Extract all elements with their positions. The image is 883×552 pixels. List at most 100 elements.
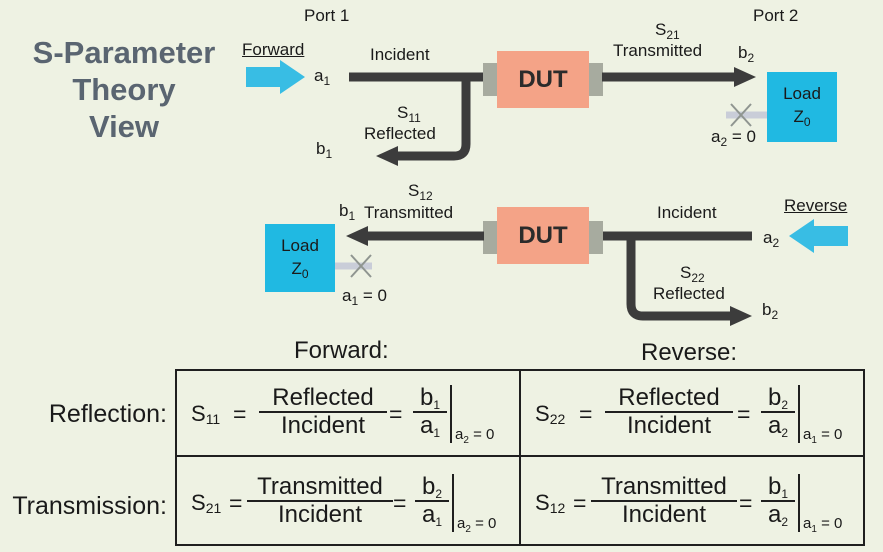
s22-symbol: S22 [535, 401, 566, 427]
reverse-reflected-arrowhead [730, 306, 752, 326]
forward-dut-box: DUT [497, 51, 589, 108]
s21-denominator: Incident [277, 501, 363, 528]
s12-wave-fraction: b1 a2 [761, 474, 795, 528]
reverse-terminated-x-icon [350, 254, 372, 278]
reverse-reflected-label: Reflected [653, 284, 725, 303]
forward-s21-label: S21 [655, 20, 680, 42]
s22-b-term: b2 [761, 385, 795, 413]
forward-a-in-label: a1 [314, 66, 331, 88]
s11-equals: = [233, 401, 247, 427]
s21-evaluation-bar [452, 474, 454, 532]
s21-equals-2: = [393, 490, 407, 516]
forward-incident-label: Incident [370, 45, 430, 64]
port-1-label: Port 1 [304, 6, 350, 25]
reverse-source-arrow-icon [789, 219, 848, 253]
s12-equals: = [573, 490, 587, 516]
forward-reflected-arrowhead [376, 146, 398, 166]
forward-reflected-label: Reflected [364, 124, 436, 143]
s22-equals-2: = [737, 401, 751, 427]
reverse-s22-label: S22 [680, 263, 705, 285]
s11-denominator: Incident [280, 412, 366, 439]
port-2-label: Port 2 [753, 6, 799, 25]
s22-condition: a1 = 0 [803, 426, 843, 446]
signal-flow-graphics [246, 60, 848, 326]
s11-numerator: Reflected [259, 385, 387, 413]
title: S-Parameter Theory View [14, 34, 234, 145]
forward-direction-label: Forward [242, 40, 305, 59]
reverse-a-in-label: a2 [763, 228, 780, 250]
forward-terminated-label: a2 = 0 [711, 127, 756, 149]
row-label-transmission: Transmission: [12, 492, 167, 520]
forward-left-connector [483, 63, 498, 96]
s12-b-term: b1 [761, 474, 795, 502]
reverse-direction-label: Reverse [784, 196, 848, 215]
column-header-forward: Forward: [294, 337, 389, 364]
forward-load-impedance: Z0 [793, 107, 811, 129]
reverse-load-box: Load Z0 [265, 224, 335, 292]
s21-wave-fraction: b2 a1 [415, 474, 449, 528]
reverse-right-connector [588, 221, 603, 254]
s11-symbol: S11 [191, 401, 221, 427]
reverse-transmitted-arrowhead [346, 226, 368, 246]
reverse-left-connector [483, 221, 498, 254]
title-line-2: Theory [72, 72, 176, 107]
forward-load-label: Load [783, 84, 821, 103]
s11-wave-fraction: b1 a1 [413, 385, 447, 439]
s11-a-term: a1 [419, 412, 441, 440]
forward-transmitted-label: Transmitted [613, 41, 703, 60]
forward-load-box: Load Z0 [767, 72, 837, 142]
s12-equals-2: = [739, 490, 753, 516]
forward-terminated-x-icon [730, 103, 752, 127]
s22-wave-fraction: b2 a2 [761, 385, 795, 439]
s12-denominator: Incident [621, 501, 707, 528]
row-label-reflection: Reflection: [48, 400, 167, 428]
s21-symbol: S21 [191, 490, 222, 516]
s11-evaluation-bar [450, 385, 452, 443]
equation-cell-s22: S22 = Reflected Incident = b2 a2 a1 = 0 [519, 369, 865, 457]
title-line-3: View [88, 109, 160, 144]
s11-equals-2: = [389, 401, 403, 427]
reverse-load-label: Load [281, 236, 319, 255]
s12-a-term: a2 [767, 501, 789, 529]
s21-a-term: a1 [421, 501, 443, 529]
s22-denominator: Incident [626, 412, 712, 439]
s12-ratio-fraction: Transmitted Incident [591, 474, 737, 528]
s12-evaluation-bar [798, 474, 800, 532]
s11-b-term: b1 [413, 385, 447, 413]
forward-right-connector [588, 63, 603, 96]
reverse-load-impedance: Z0 [291, 259, 309, 281]
s-parameter-equation-table: S11 = Reflected Incident = b1 a1 a2 = 0 … [175, 369, 865, 546]
s12-numerator: Transmitted [591, 474, 737, 502]
reverse-incident-label: Incident [657, 203, 717, 222]
reverse-dut-box: DUT [497, 207, 589, 264]
s22-ratio-fraction: Reflected Incident [605, 385, 733, 439]
forward-s11-label: S11 [397, 103, 421, 125]
forward-b-refl-label: b1 [316, 139, 333, 161]
s21-ratio-fraction: Transmitted Incident [247, 474, 393, 528]
reverse-b-refl-label: b2 [762, 300, 779, 322]
reverse-transmitted-label: Transmitted [364, 203, 454, 222]
s21-condition: a2 = 0 [457, 515, 497, 535]
title-line-1: S-Parameter [32, 35, 216, 70]
equation-cell-s12: S12 = Transmitted Incident = b1 a2 a1 = … [519, 455, 865, 546]
forward-b-out-label: b2 [738, 43, 755, 65]
reverse-b-out-label: b1 [339, 201, 356, 223]
s12-condition: a1 = 0 [803, 515, 843, 535]
s21-equals: = [229, 490, 243, 516]
s22-equals: = [579, 401, 593, 427]
s21-numerator: Transmitted [247, 474, 393, 502]
equation-cell-s21: S21 = Transmitted Incident = b2 a1 a2 = … [175, 455, 521, 546]
s22-evaluation-bar [798, 385, 800, 443]
reverse-s12-label: S12 [408, 181, 433, 203]
s22-numerator: Reflected [605, 385, 733, 413]
forward-reflected-path [395, 77, 471, 161]
forward-source-arrow-icon [246, 60, 305, 94]
column-header-reverse: Reverse: [641, 339, 738, 366]
s12-symbol: S12 [535, 490, 566, 516]
s22-a-term: a2 [767, 412, 789, 440]
s11-condition: a2 = 0 [455, 426, 495, 446]
reverse-terminated-label: a1 = 0 [342, 286, 387, 308]
s11-ratio-fraction: Reflected Incident [259, 385, 387, 439]
equation-cell-s11: S11 = Reflected Incident = b1 a1 a2 = 0 [175, 369, 521, 457]
forward-transmitted-arrowhead [734, 67, 756, 87]
